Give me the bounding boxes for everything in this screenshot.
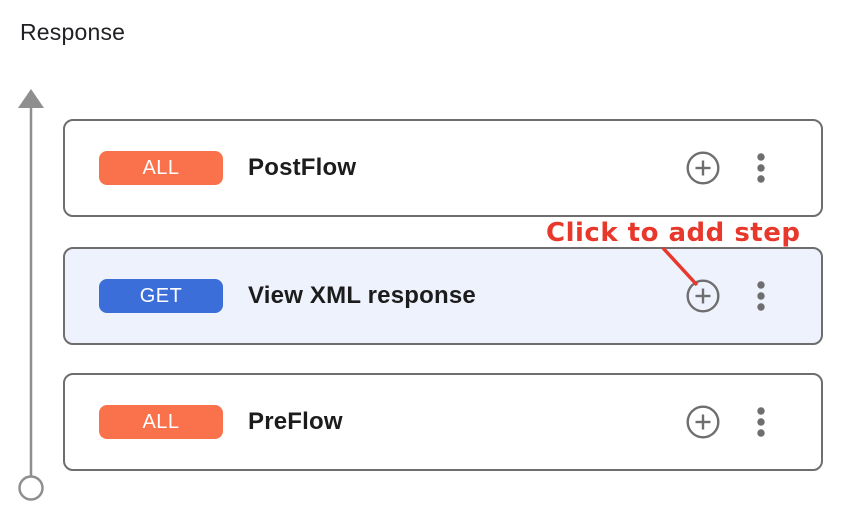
flow-card-view-xml-response[interactable]: GET View XML response — [63, 247, 823, 345]
more-options-button[interactable] — [755, 149, 767, 187]
more-vert-kebab-icon — [757, 407, 765, 437]
annotation-click-to-add-step: Click to add step — [546, 218, 801, 248]
flow-card-preflow[interactable]: ALL PreFlow — [63, 373, 823, 471]
more-options-button[interactable] — [755, 277, 767, 315]
more-vert-kebab-icon — [757, 281, 765, 311]
more-options-button[interactable] — [755, 403, 767, 441]
add-step-button[interactable] — [685, 150, 721, 186]
method-badge: ALL — [99, 151, 223, 185]
add-circle-icon — [686, 405, 720, 439]
add-circle-icon — [686, 279, 720, 313]
page-title: Response — [20, 19, 126, 45]
method-badge: ALL — [99, 405, 223, 439]
add-circle-icon — [686, 151, 720, 185]
flow-card-postflow[interactable]: ALL PostFlow — [63, 119, 823, 217]
flow-name: View XML response — [248, 282, 476, 309]
flow-name: PostFlow — [248, 154, 357, 181]
flow-name: PreFlow — [248, 408, 343, 435]
more-vert-kebab-icon — [757, 153, 765, 183]
add-step-button[interactable] — [685, 278, 721, 314]
add-step-button[interactable] — [685, 404, 721, 440]
up-arrow-icon — [18, 89, 44, 108]
flow-start-circle-icon — [18, 475, 44, 501]
method-badge: GET — [99, 279, 223, 313]
